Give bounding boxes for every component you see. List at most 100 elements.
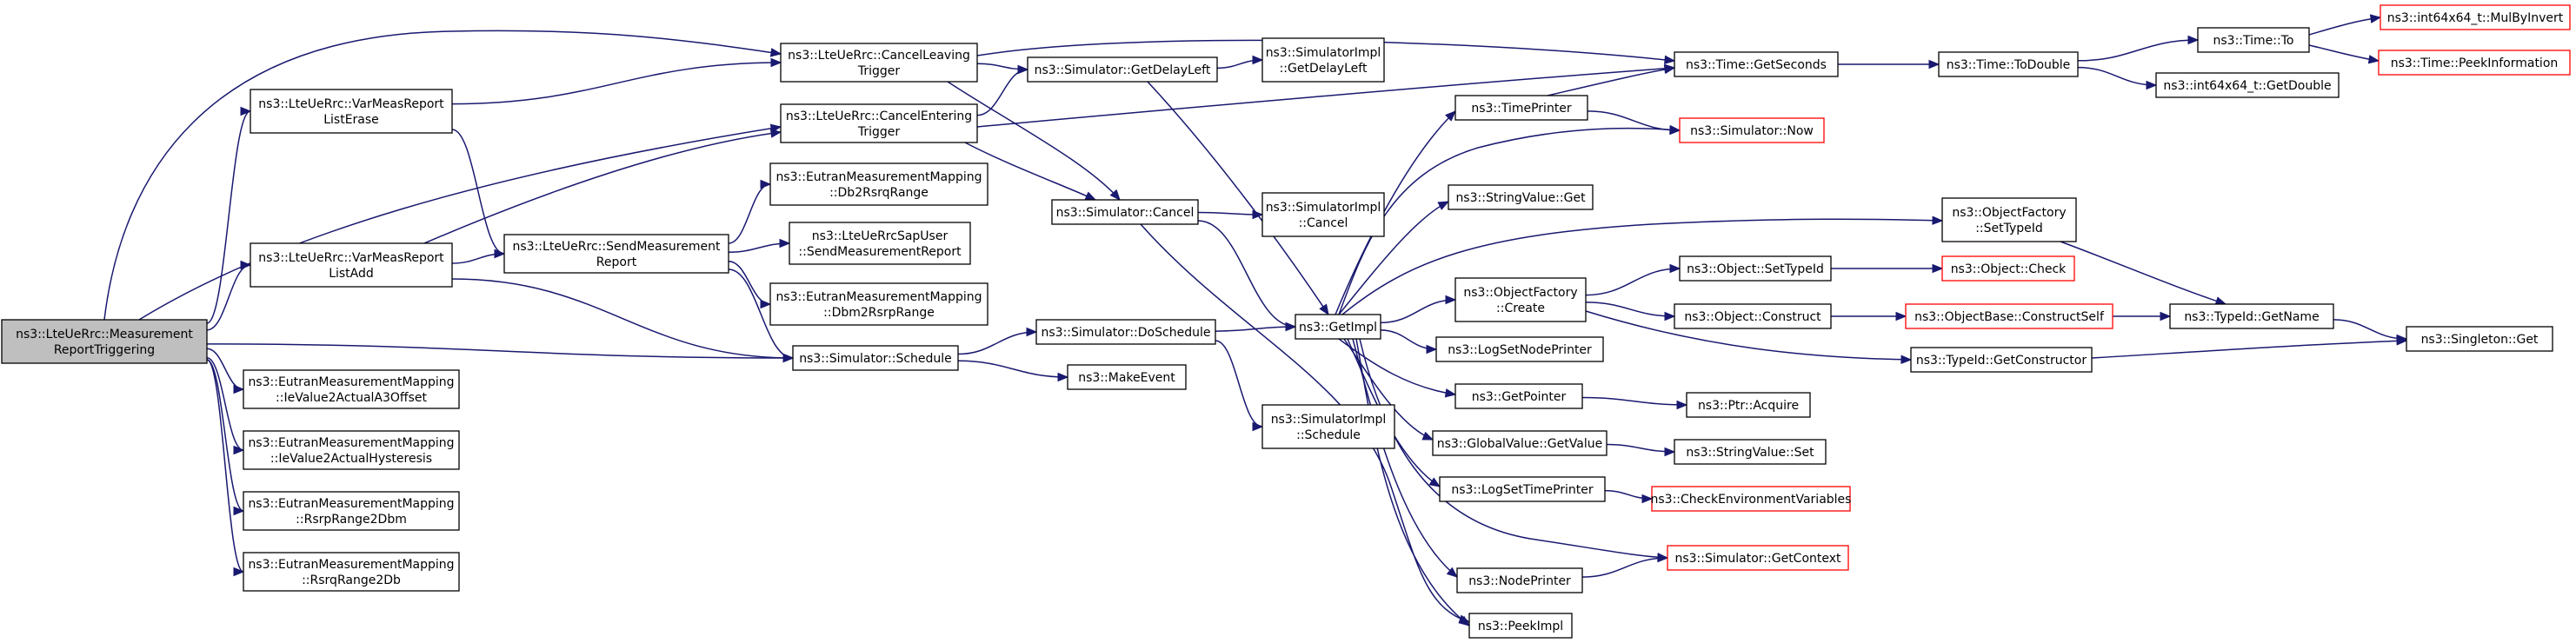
node-stringValueSet[interactable]: ns3::StringValue::Set	[1674, 439, 1827, 465]
node-box	[2406, 326, 2553, 352]
node-simulatorNow[interactable]: ns3::Simulator::Now	[1679, 117, 1825, 143]
edge-line	[206, 110, 251, 324]
node-nodePrinter[interactable]: ns3::NodePrinter	[1456, 567, 1583, 593]
node-ptrAcquire[interactable]: ns3::Ptr::Acquire	[1686, 392, 1811, 418]
node-getPointer[interactable]: ns3::GetPointer	[1454, 383, 1583, 409]
node-timeToDouble[interactable]: ns3::Time::ToDouble	[1938, 51, 2079, 77]
node-objectSetTypeId[interactable]: ns3::Object::SetTypeId	[1679, 255, 1832, 282]
edge-timeToDouble-to-timeTo	[2077, 35, 2200, 62]
node-makeEvent[interactable]: ns3::MakeEvent	[1067, 364, 1187, 390]
edge-line	[1341, 218, 1943, 315]
node-ieValue2ActualA3Offset[interactable]: ns3::EutranMeasurementMapping::IeValue2A…	[243, 369, 460, 409]
node-timePrinter[interactable]: ns3::TimePrinter	[1454, 95, 1588, 121]
node-rsrpRange2Dbm[interactable]: ns3::EutranMeasurementMapping::RsrpRange…	[243, 491, 460, 531]
node-stringValueGet[interactable]: ns3::StringValue::Get	[1448, 184, 1594, 210]
node-sendMeasurementReport[interactable]: ns3::LteUeRrc::SendMeasurementReport	[503, 234, 729, 274]
node-typeIdGetName[interactable]: ns3::TypeId::GetName	[2169, 303, 2334, 329]
node-globalValueGetValue[interactable]: ns3::GlobalValue::GetValue	[1432, 430, 1608, 456]
node-doSchedule[interactable]: ns3::Simulator::DoSchedule	[1035, 319, 1216, 345]
edge-arrowhead	[1669, 263, 1681, 274]
edge-arrowhead	[1446, 567, 1459, 578]
node-simulatorSchedule[interactable]: ns3::Simulator::Schedule	[792, 345, 959, 371]
node-label: ::GetDelayLeft	[1280, 62, 1368, 76]
edge-timePrinter-to-timeGetSeconds	[1547, 64, 1676, 96]
node-objectCheck[interactable]: ns3::Object::Check	[1941, 255, 2075, 282]
node-simulatorGetContext[interactable]: ns3::Simulator::GetContext	[1667, 545, 1849, 571]
node-label: ns3::Simulator::Now	[1690, 124, 1814, 138]
edge-getImpl-to-nodePrinter	[1352, 338, 1459, 578]
node-label: ::Dbm2RsrpRange	[823, 306, 935, 320]
edge-arrowhead	[1445, 295, 1457, 305]
edge-arrowhead	[1444, 388, 1457, 398]
node-getDelayLeft[interactable]: ns3::Simulator::GetDelayLeft	[1027, 56, 1218, 83]
node-logSetNodePrinter[interactable]: ns3::LogSetNodePrinter	[1435, 336, 1604, 362]
node-label: ns3::LteUeRrc::VarMeasReport	[258, 251, 444, 265]
node-objectFactorySetTypeId[interactable]: ns3::ObjectFactory::SetTypeId	[1941, 197, 2077, 242]
node-label: ::Create	[1496, 302, 1545, 315]
node-db2RsrqRange[interactable]: ns3::EutranMeasurementMapping::Db2RsrqRa…	[769, 162, 988, 206]
edge-line	[1335, 110, 1456, 315]
edge-arrowhead	[1664, 447, 1676, 457]
node-objectBaseConstructSelf[interactable]: ns3::ObjectBase::ConstructSelf	[1905, 303, 2113, 329]
edge-line	[451, 129, 505, 255]
node-implCancel[interactable]: ns3::SimulatorImpl::Cancel	[1261, 192, 1385, 237]
node-measurementReportTriggering[interactable]: ns3::LteUeRrc::MeasurementReportTriggeri…	[1, 319, 208, 364]
node-box	[2169, 303, 2334, 329]
edge-varMeasReportListErase-to-sendMeasurementReport	[451, 129, 506, 259]
node-label: ns3::TypeId::GetConstructor	[1916, 354, 2087, 368]
edge-sendMeasurementReport-to-simulatorSchedule	[728, 268, 795, 363]
node-box	[1261, 192, 1385, 237]
node-sapUserSendMeasurementReport[interactable]: ns3::LteUeRrcSapUser::SendMeasurementRep…	[789, 222, 971, 265]
node-dbm2RsrpRange[interactable]: ns3::EutranMeasurementMapping::Dbm2RsrpR…	[769, 282, 988, 326]
node-box	[1910, 347, 2093, 373]
node-getImpl[interactable]: ns3::GetImpl	[1295, 314, 1381, 340]
node-label: ::Schedule	[1296, 428, 1361, 442]
node-singletonGet[interactable]: ns3::Singleton::Get	[2406, 326, 2553, 352]
node-simulatorCancel[interactable]: ns3::Simulator::Cancel	[1051, 199, 1199, 225]
node-label: ns3::Time::To	[2213, 34, 2294, 48]
node-timeGetSeconds[interactable]: ns3::Time::GetSeconds	[1674, 51, 1839, 77]
edge-arrowhead	[1428, 477, 1441, 487]
node-int64GetDouble[interactable]: ns3::int64x64_t::GetDouble	[2155, 72, 2340, 98]
node-rsrqRange2Db[interactable]: ns3::EutranMeasurementMapping::RsrqRange…	[243, 552, 460, 592]
edge-arrowhead	[1895, 311, 1907, 322]
node-label: ::IeValue2ActualA3Offset	[276, 391, 427, 405]
node-objectFactoryCreate[interactable]: ns3::ObjectFactory::Create	[1454, 277, 1587, 322]
edge-timePrinter-to-simulatorNow	[1587, 110, 1681, 136]
edge-line	[976, 67, 1675, 128]
node-peekImpl[interactable]: ns3::PeekImpl	[1468, 613, 1573, 639]
node-peekInformation[interactable]: ns3::Time::PeekInformation	[2378, 50, 2571, 76]
node-mulByInvert[interactable]: ns3::int64x64_t::MulByInvert	[2380, 4, 2571, 30]
edge-line	[206, 359, 244, 573]
node-ieValue2ActualHysteresis[interactable]: ns3::EutranMeasurementMapping::IeValue2A…	[243, 430, 460, 470]
node-timeTo[interactable]: ns3::Time::To	[2197, 27, 2310, 53]
node-box	[1651, 486, 1851, 512]
node-label: ns3::Singleton::Get	[2421, 333, 2539, 347]
node-objectConstruct[interactable]: ns3::Object::Construct	[1674, 303, 1832, 329]
edge-getImpl-to-objectFactoryCreate	[1380, 295, 1457, 324]
node-label: ns3::CheckEnvironmentVariables	[1651, 493, 1852, 507]
edge-line	[2308, 44, 2380, 62]
node-implSchedule[interactable]: ns3::SimulatorImpl::Schedule	[1261, 404, 1395, 449]
edge-arrowhead	[1928, 59, 1940, 70]
node-implGetDelayLeft[interactable]: ns3::SimulatorImpl::GetDelayLeft	[1261, 37, 1385, 83]
edge-simulatorSchedule-to-makeEvent	[957, 360, 1069, 382]
edge-arrowhead	[2369, 14, 2382, 23]
edge-sendMeasurementReport-to-sapUserSendMeasurementReport	[728, 238, 791, 253]
node-label: ns3::EutranMeasurementMapping	[775, 170, 982, 184]
edge-line	[1606, 443, 1675, 453]
node-checkEnvironmentVariables[interactable]: ns3::CheckEnvironmentVariables	[1651, 486, 1852, 512]
node-box	[769, 282, 988, 326]
node-box	[1432, 430, 1608, 456]
node-box	[1051, 199, 1199, 225]
node-box	[1674, 439, 1827, 465]
node-typeIdGetConstructor[interactable]: ns3::TypeId::GetConstructor	[1910, 347, 2093, 373]
node-label: ns3::ObjectBase::ConstructSelf	[1914, 310, 2105, 324]
edge-arrowhead	[1657, 553, 1669, 563]
edge-line	[1352, 338, 1458, 578]
node-logSetTimePrinter[interactable]: ns3::LogSetTimePrinter	[1439, 476, 1606, 502]
